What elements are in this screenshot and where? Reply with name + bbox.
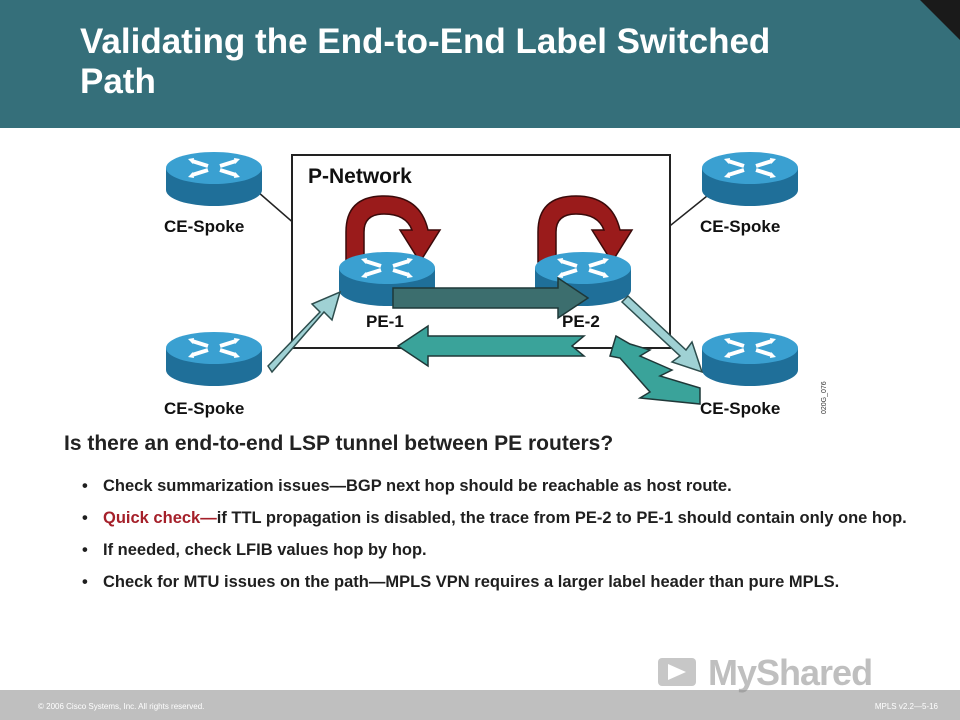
title-bar: Validating the End-to-End Label Switched… [0, 0, 960, 128]
label-ce-bottom-left: CE-Spoke [164, 399, 244, 418]
highlight-text: Quick check— [103, 509, 217, 527]
bullet-item: Quick check—if TTL propagation is disabl… [82, 508, 912, 529]
bullet-list: Check summarization issues—BGP next hop … [82, 476, 912, 604]
access-arrow-out [620, 294, 704, 374]
footer-bar: © 2006 Cisco Systems, Inc. All rights re… [0, 690, 960, 720]
router-ce-bottom-right-icon [700, 330, 800, 388]
router-ce-bottom-left-icon [164, 330, 264, 388]
router-ce-top-left-icon [164, 150, 264, 208]
watermark-text: MyShared [708, 652, 873, 693]
copyright-text: © 2006 Cisco Systems, Inc. All rights re… [38, 702, 205, 711]
watermark-logo: MyShared [652, 650, 932, 694]
network-diagram: P-Network CE-Spoke CE-Spoke CE-Spoke CE-… [164, 150, 828, 418]
label-ce-bottom-right: CE-Spoke [700, 399, 780, 418]
course-code: MPLS v2.2—5-16 [874, 702, 938, 711]
return-entry-arrow [609, 334, 701, 405]
return-lsp-arrow [396, 324, 587, 368]
label-ce-top-left: CE-Spoke [164, 217, 244, 236]
question-heading: Is there an end-to-end LSP tunnel betwee… [64, 432, 614, 455]
bullet-item: Check summarization issues—BGP next hop … [82, 476, 912, 497]
loop-arrow-pe2 [537, 195, 634, 264]
access-arrow-in [267, 290, 342, 374]
label-pe1: PE-1 [366, 312, 404, 331]
corner-fold [920, 0, 960, 40]
router-ce-top-right-icon [700, 150, 800, 208]
slide-title: Validating the End-to-End Label Switched… [80, 22, 771, 101]
figure-code: 020G_076 [821, 381, 828, 414]
watermark-icon [658, 658, 696, 686]
loop-arrow-pe1 [345, 195, 442, 264]
label-ce-top-right: CE-Spoke [700, 217, 780, 236]
bullet-item: If needed, check LFIB values hop by hop. [82, 540, 912, 561]
label-pe2: PE-2 [562, 312, 600, 331]
bullet-item: Check for MTU issues on the path—MPLS VP… [82, 572, 912, 593]
p-network-label: P-Network [308, 165, 412, 188]
forward-lsp-arrow [392, 276, 590, 320]
